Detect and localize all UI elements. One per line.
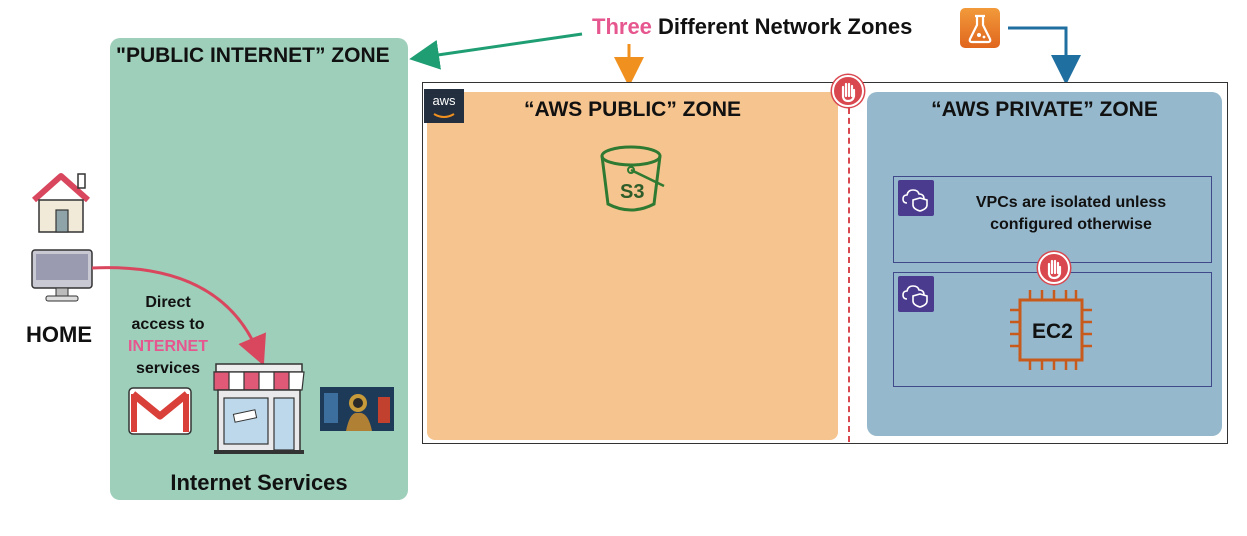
vpc-note-line: VPCs are isolated unless xyxy=(975,194,1167,211)
internet-services-label: Internet Services xyxy=(170,470,348,495)
zone-divider xyxy=(848,98,850,442)
s3-label: S3 xyxy=(620,181,645,203)
computer-icon xyxy=(31,249,93,302)
house-icon xyxy=(32,173,90,233)
s3-bucket-icon xyxy=(600,145,665,212)
storefront-icon xyxy=(213,363,305,454)
blocked-hand-icon xyxy=(832,75,864,107)
aws-private-zone-title: “AWS PRIVATE” ZONE xyxy=(931,98,1158,121)
vpc-note-line: configured otherwise xyxy=(990,216,1152,233)
arrow-to-public-internet xyxy=(409,32,583,70)
title-rest: Different Network Zones xyxy=(658,14,913,39)
ec2-label: EC2 xyxy=(1032,320,1073,343)
vpc-icon xyxy=(898,276,934,312)
gmail-icon xyxy=(128,387,192,435)
ec2-chip-icon xyxy=(1010,290,1092,370)
vpc-isolation-note: VPCs are isolated unless configured othe… xyxy=(940,192,1202,236)
vpc-icon xyxy=(898,180,934,216)
direct-access-highlight: INTERNET xyxy=(128,338,208,355)
home-label: HOME xyxy=(26,322,92,347)
arrow-to-aws-private xyxy=(1008,26,1081,85)
direct-access-line: access to xyxy=(131,316,205,333)
aws-logo: aws xyxy=(424,89,464,123)
direct-access-line: Direct xyxy=(145,294,191,311)
direct-access-note: Direct access to INTERNET services xyxy=(118,292,218,380)
public-internet-zone-title: "PUBLIC INTERNET” ZONE xyxy=(116,44,390,67)
title-accent-word: Three xyxy=(592,14,652,39)
aws-public-zone-title: “AWS PUBLIC” ZONE xyxy=(523,98,741,121)
blocked-hand-icon xyxy=(1038,252,1070,284)
game-thumbnail xyxy=(320,387,394,431)
diagram-title: Three Different Network Zones xyxy=(592,14,912,40)
aws-public-zone xyxy=(427,92,838,440)
flask-icon xyxy=(960,8,1000,48)
aws-logo-text: aws xyxy=(432,93,456,108)
direct-access-line: services xyxy=(135,360,201,377)
